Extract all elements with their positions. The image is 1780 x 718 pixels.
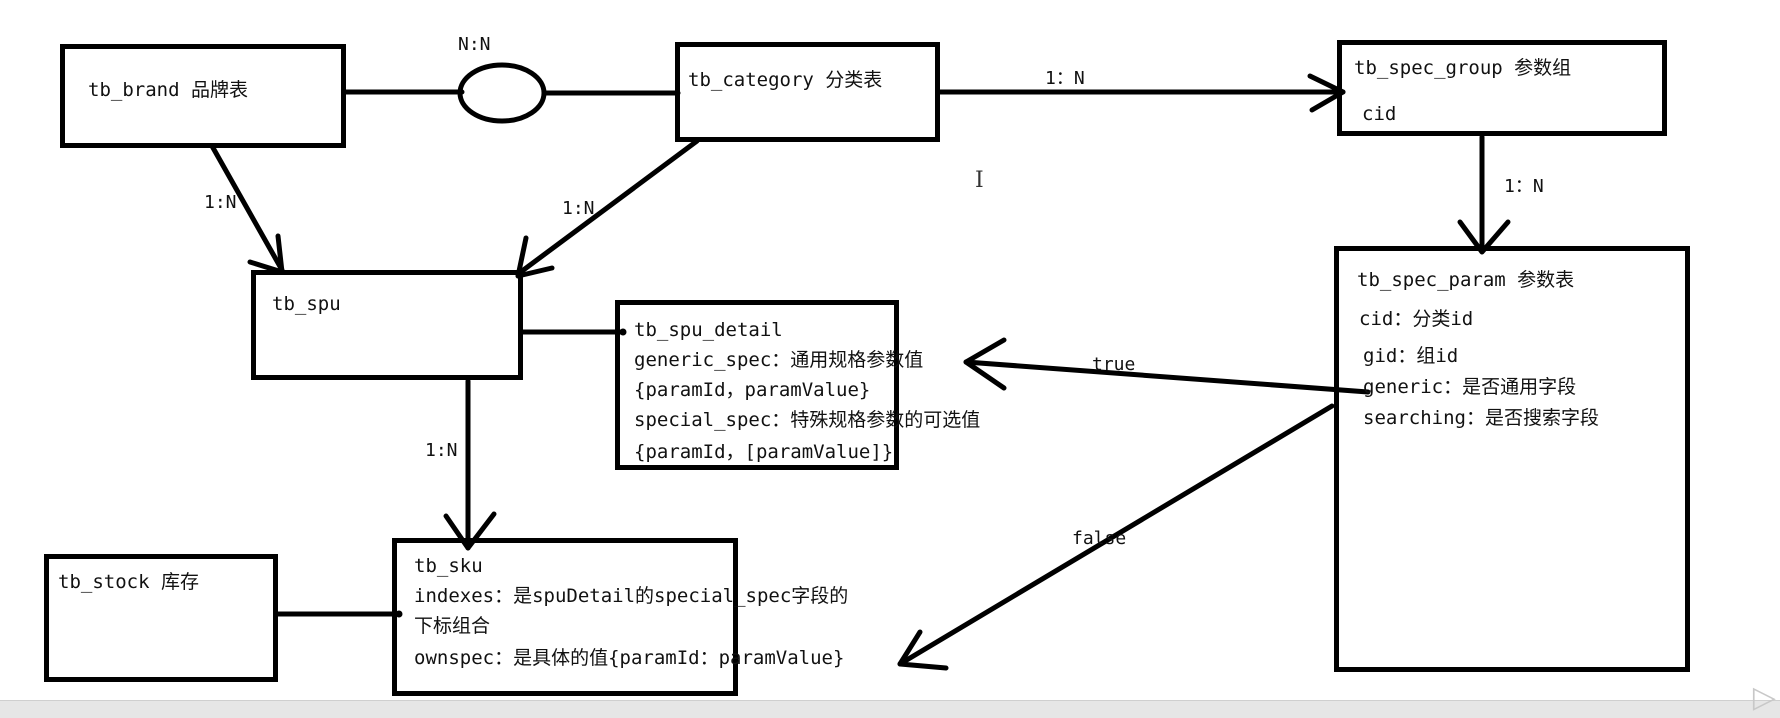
stock-title: tb_stock 库存: [58, 571, 199, 593]
category-title: tb_category 分类表: [688, 69, 883, 91]
connector-dot-spudetail: [619, 328, 627, 336]
entity-category-box: [675, 42, 940, 142]
arrowhead-specgroup-specparam: [1457, 219, 1511, 255]
sku-field-ownspec: ownspec：是具体的值{paramId：paramValue}: [414, 647, 845, 669]
bottom-strip: [0, 700, 1780, 718]
spec-param-field-searching: searching：是否搜索字段: [1363, 407, 1599, 429]
spec-param-field-generic: generic：是否通用字段: [1363, 376, 1577, 398]
arrow-category-spu: [515, 138, 700, 277]
entity-spec-group-box: [1337, 40, 1667, 136]
entity-spu-detail-box: [615, 300, 899, 470]
spu-detail-field-generic-value: {paramId，paramValue}: [634, 379, 871, 401]
spec-param-title: tb_spec_param 参数表: [1357, 269, 1575, 291]
text-cursor-icon: I: [975, 168, 984, 193]
entity-spu-box: [251, 270, 523, 380]
spu-detail-title: tb_spu_detail: [634, 319, 783, 341]
sku-field-indexes-cont: 下标组合: [414, 615, 491, 637]
spu-detail-field-generic-spec: generic_spec：通用规格参数值: [634, 349, 924, 371]
label-generic-true: true: [1092, 354, 1136, 375]
arrowhead-spu-sku: [443, 511, 497, 551]
spu-detail-field-special-spec: special_spec：特殊规格参数的可选值: [634, 409, 981, 431]
spu-title: tb_spu: [272, 293, 341, 315]
entity-spec-param-box: [1334, 246, 1690, 672]
label-category-spu: 1:N: [562, 198, 595, 219]
spec-param-field-cid: cid：分类id: [1359, 308, 1474, 330]
arrowhead-category-specgroup: [1307, 73, 1346, 113]
entity-stock-box: [44, 554, 278, 682]
entity-sku-box: [392, 538, 738, 696]
label-brand-spu: 1:N: [204, 192, 237, 213]
relationship-ellipse-nn: [457, 62, 547, 124]
brand-title: tb_brand 品牌表: [88, 79, 248, 101]
arrow-brand-spu: [209, 143, 285, 273]
arrow-searching-false: [897, 403, 1335, 667]
label-category-specgroup: 1：N: [1045, 68, 1085, 89]
spec-param-field-gid: gid：组id: [1363, 345, 1459, 367]
label-searching-false: false: [1072, 528, 1127, 549]
label-specgroup-specparam: 1：N: [1504, 176, 1544, 197]
spec-group-field-cid: cid: [1362, 103, 1397, 125]
entity-brand-box: [60, 44, 346, 148]
spu-detail-field-special-value: {paramId，[paramValue]}: [634, 441, 894, 463]
sku-title: tb_sku: [414, 555, 483, 577]
arrow-generic-true: [963, 359, 1371, 395]
arrowhead-searching-false: [897, 629, 949, 671]
spec-group-title: tb_spec_group 参数组: [1354, 57, 1572, 79]
play-corner-icon[interactable]: ▷: [1752, 680, 1776, 715]
arrowhead-generic-true: [963, 337, 1007, 391]
sku-field-indexes: indexes：是spuDetail的special_spec字段的: [414, 585, 849, 607]
label-spu-sku: 1:N: [425, 440, 458, 461]
label-brand-category-nn: N:N: [458, 34, 491, 55]
